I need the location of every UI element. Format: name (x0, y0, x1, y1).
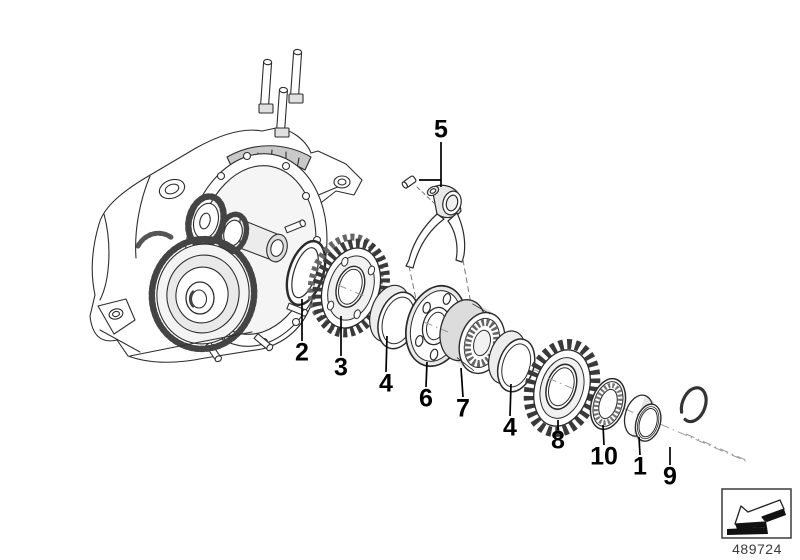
image-code: 489724 (732, 541, 782, 557)
callout-leader-lines (301, 142, 671, 465)
callout-9: 9 (663, 462, 677, 491)
housing-stud-top-right (289, 48, 303, 99)
callout-8: 8 (551, 426, 565, 455)
callout-1: 1 (633, 452, 647, 481)
part-4-bushing-rear (488, 330, 536, 393)
callout-5: 5 (434, 115, 448, 144)
callout-6: 6 (419, 384, 433, 413)
callout-7: 7 (456, 394, 470, 423)
direction-arrow-icon (727, 499, 786, 535)
part-5-shift-fork (401, 175, 473, 311)
image-code-box (721, 488, 792, 539)
callout-3: 3 (334, 353, 348, 382)
part-7-bearing (439, 299, 506, 375)
center-axis-overlay (337, 284, 749, 462)
part-10-needle-bearing (589, 377, 627, 431)
part-5-pin (401, 175, 417, 189)
callout-4-rear: 4 (503, 413, 517, 442)
callout-10: 10 (590, 442, 618, 471)
callout-4-front: 4 (379, 369, 393, 398)
part-9-snap-ring (679, 386, 708, 424)
callout-2: 2 (295, 338, 309, 367)
housing-stud-top-mid (275, 86, 289, 133)
housing-stud-top-left (259, 58, 273, 109)
part-1-race-ring (623, 394, 662, 444)
